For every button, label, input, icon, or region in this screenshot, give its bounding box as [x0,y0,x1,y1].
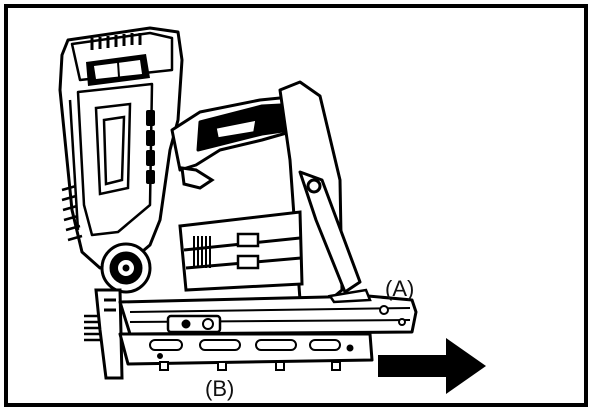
battery-pack [178,210,304,292]
housing-ridges [146,110,155,184]
magazine [118,294,418,366]
nose-spring [84,314,100,342]
battery-latches [236,232,260,270]
arrow-right-icon [378,338,486,394]
vent-ribs [90,33,142,50]
rear-frame [278,80,362,302]
trigger [180,166,215,190]
label-a: (A) [385,276,414,301]
magazine-end-cap [327,288,372,304]
depth-wheel [100,242,152,294]
battery-barcode [193,236,211,268]
nose-piece [94,288,124,380]
housing-hatching [61,184,83,242]
magazine-feet [159,361,341,371]
label-b: (B) [205,376,234,401]
top-window [86,54,150,86]
side-panel [68,99,132,231]
